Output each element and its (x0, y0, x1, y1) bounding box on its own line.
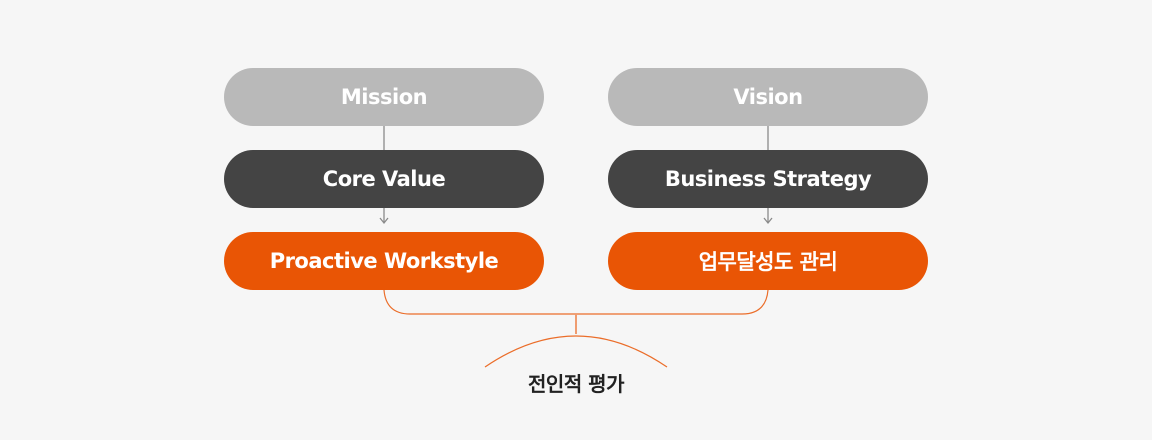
core-value-label: Core Value (322, 167, 446, 191)
achievement-management-label: 업무달성도 관리 (698, 250, 838, 274)
proactive-workstyle-node: Proactive Workstyle (224, 232, 544, 290)
holistic-evaluation-label: 전인적 평가 (528, 372, 624, 396)
arrow-down-icon (763, 217, 773, 225)
vision-label: Vision (733, 85, 803, 109)
core-value-node: Core Value (224, 150, 544, 208)
business-strategy-node: Business Strategy (608, 150, 928, 208)
arrow-down-icon (379, 217, 389, 225)
mission-node: Mission (224, 68, 544, 126)
mission-label: Mission (340, 85, 428, 109)
achievement-management-node: 업무달성도 관리 (608, 232, 928, 290)
merge-bracket (383, 289, 769, 315)
vision-node: Vision (608, 68, 928, 126)
result-arc (484, 335, 668, 368)
proactive-workstyle-label: Proactive Workstyle (269, 249, 499, 273)
business-strategy-label: Business Strategy (664, 167, 872, 191)
